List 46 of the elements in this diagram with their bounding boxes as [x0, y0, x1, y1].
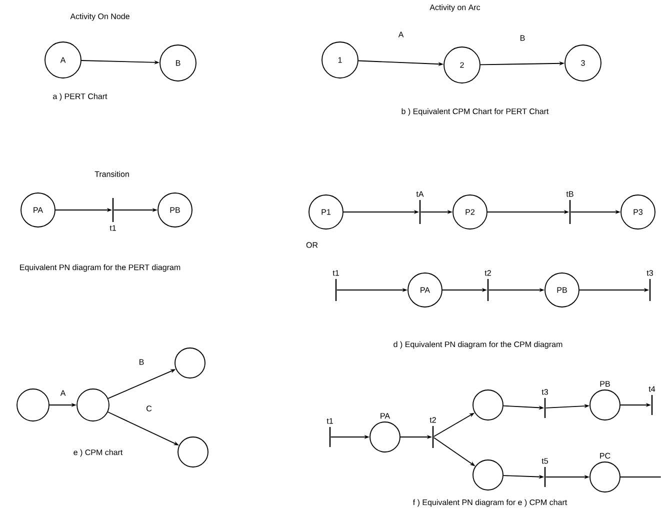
node-label: t2 — [430, 417, 436, 423]
circle-node — [178, 436, 208, 468]
transition-bar: t1 — [110, 198, 116, 231]
transition-bar: t1 — [326, 418, 333, 447]
transition-bar: t2 — [484, 270, 491, 301]
transition-bar: t4 — [648, 386, 656, 415]
transition-bar: t3 — [542, 389, 548, 418]
edge-label: A — [397, 30, 405, 39]
node-label: t3 — [542, 389, 548, 395]
node-label: t2 — [484, 270, 491, 276]
caption-text: d ) Equivalent PN diagram for the CPM diagram — [394, 341, 562, 349]
caption-text: a ) PERT Chart — [53, 93, 108, 101]
node-label: t1 — [110, 225, 116, 231]
node-label: t4 — [648, 386, 656, 392]
circle-node — [174, 348, 206, 378]
caption-text: OR — [306, 242, 318, 248]
circle-node — [16, 388, 50, 422]
transition-bar: t5 — [542, 458, 548, 487]
node-label: t5 — [542, 458, 548, 464]
edge-label: B — [138, 358, 146, 366]
node-label: t1 — [332, 270, 339, 276]
node-label: PA — [380, 413, 390, 419]
edge-label: A — [59, 388, 67, 398]
caption-text: b ) Equivalent CPM Chart for PERT Chart — [402, 108, 549, 116]
transition-bar: t3 — [646, 270, 653, 301]
node-label: PC — [600, 452, 610, 459]
edge-label: C — [144, 404, 154, 413]
circle-node — [472, 390, 504, 420]
caption-text: Transition — [94, 171, 129, 177]
circle-node — [76, 388, 110, 422]
caption-text: e ) CPM chart — [74, 449, 123, 457]
transition-bar: tA — [416, 191, 424, 224]
node-label: t3 — [646, 270, 653, 276]
node-label: tA — [416, 191, 424, 197]
caption-text: Activity on Arc — [430, 4, 480, 12]
caption-text: Equivalent PN diagram for the PERT diagram — [20, 264, 180, 272]
transition-bar: tB — [566, 191, 574, 224]
transition-bar: t2 — [430, 417, 436, 448]
node-label: t1 — [326, 418, 333, 424]
edge-label: B — [518, 34, 526, 42]
circle-node — [472, 460, 504, 490]
caption-text: Activity On Node — [70, 13, 130, 21]
transition-bar: t1 — [332, 270, 339, 301]
caption-text: f ) Equivalent PN diagram for e ) CPM chart — [412, 499, 568, 507]
node-label: tB — [566, 191, 574, 197]
node-label: PB — [600, 381, 610, 387]
